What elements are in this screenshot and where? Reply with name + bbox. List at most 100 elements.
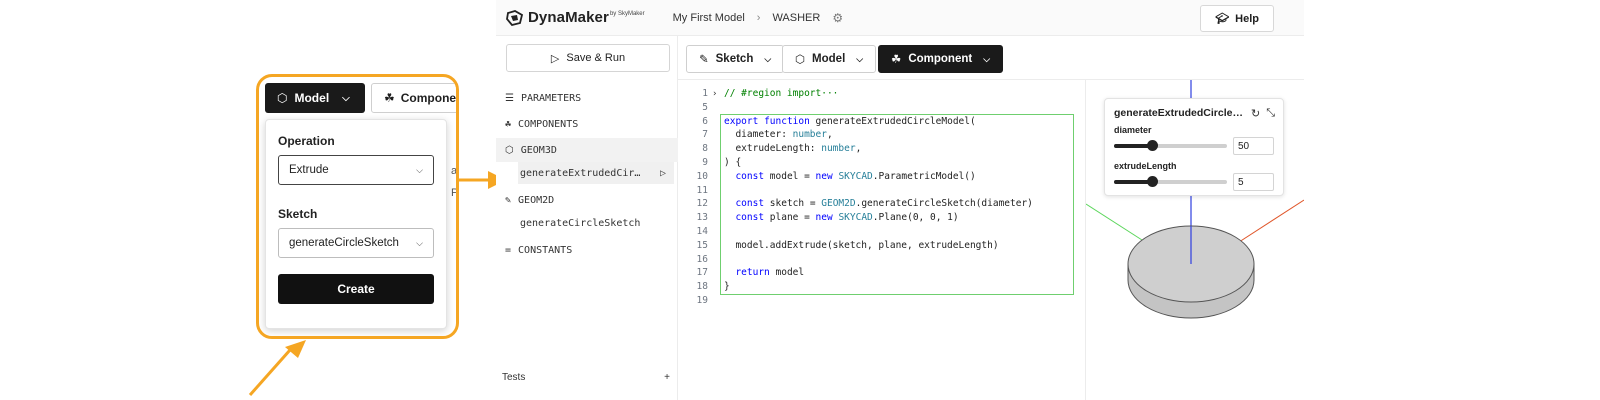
sidebar-item-constants[interactable]: = CONSTANTS [496, 238, 678, 262]
logo-sup: by SkyMaker [609, 10, 645, 17]
line-number: 18 [696, 281, 708, 293]
app-window: DynaMaker by SkyMaker My First Model › W… [496, 0, 1304, 400]
components-icon: ☘ [505, 118, 512, 130]
sidebar: ▷ Save & Run ☰ PARAMETERS ☘ COMPONENTS ⬡… [496, 36, 678, 400]
code-line[interactable]: 11 [678, 184, 1078, 198]
line-number: 11 [696, 184, 708, 196]
dynamaker-logo-icon [506, 9, 524, 26]
line-number: 8 [702, 143, 708, 155]
chevron-right-icon: › [756, 11, 761, 24]
line-number: 10 [696, 170, 708, 182]
operation-label: Operation [278, 134, 335, 148]
model-button-label: Model [812, 53, 846, 65]
code-line[interactable]: 19 [678, 294, 1078, 308]
model-dropdown-button[interactable]: ⬡ Model ⌵ [265, 83, 365, 113]
extrude-length-row: 5 [1114, 173, 1274, 191]
extrude-length-slider[interactable] [1114, 176, 1227, 187]
code-line[interactable]: 18} [678, 280, 1078, 294]
code-line[interactable]: 17 return model [678, 266, 1078, 280]
collapse-icon[interactable]: ⤡ [1266, 107, 1275, 119]
code-text: diameter: number, [724, 129, 833, 141]
line-number: 1 [702, 88, 708, 99]
peek-text: P [451, 187, 459, 199]
code-line[interactable]: 12 const sketch = GEOM2D.generateCircleS… [678, 197, 1078, 211]
sidebar-item-generate-circle-sketch[interactable]: generateCircleSketch [518, 212, 674, 234]
gear-icon[interactable]: ⚙ [832, 10, 844, 25]
line-number: 15 [696, 239, 708, 251]
line-number: 16 [696, 253, 708, 265]
breadcrumb-model[interactable]: My First Model [672, 11, 745, 24]
sketch-value: generateCircleSketch [289, 237, 399, 249]
code-line[interactable]: 9 ) { [678, 156, 1078, 170]
y-axis-line [1086, 203, 1143, 241]
components-icon: ☘ [384, 91, 395, 105]
slider-handle[interactable] [1147, 176, 1158, 187]
code-line[interactable]: 15 model.addExtrude(sketch, plane, extru… [678, 239, 1078, 253]
save-run-button[interactable]: ▷ Save & Run [506, 44, 670, 72]
line-number: 14 [696, 226, 708, 237]
diameter-input[interactable]: 50 [1232, 137, 1274, 155]
sketch-select[interactable]: generateCircleSketch ⌵ [278, 228, 434, 258]
arrow-to-callout-head [285, 340, 306, 358]
line-number: 9 [702, 157, 708, 168]
code-text: // #region import··· [724, 88, 839, 99]
top-bar: DynaMaker by SkyMaker My First Model › W… [496, 0, 1304, 36]
play-icon[interactable]: ▷ [659, 167, 666, 179]
sidebar-item-geom2d[interactable]: ✎ GEOM2D [496, 188, 678, 212]
cube-icon: ⬡ [795, 54, 806, 66]
code-line[interactable]: 8 extrudeLength: number, [678, 142, 1078, 156]
code-line[interactable]: 16 [678, 253, 1078, 267]
chevron-down-icon: ⌵ [416, 237, 423, 248]
sidebar-item-parameters[interactable]: ☰ PARAMETERS [496, 86, 678, 110]
sliders-icon: ☰ [505, 92, 514, 104]
sidebar-item-components[interactable]: ☘ COMPONENTS [496, 112, 678, 136]
slider-handle[interactable] [1147, 140, 1158, 151]
add-test-button[interactable]: + [664, 372, 670, 383]
extrude-length-input[interactable]: 5 [1232, 173, 1274, 191]
diameter-slider[interactable] [1114, 140, 1227, 151]
code-line[interactable]: 5 [678, 101, 1078, 115]
code-line[interactable]: 1 › // #region import··· [678, 87, 1078, 101]
code-text: model.addExtrude(sketch, plane, extrudeL… [724, 239, 999, 251]
sidebar-item-label: COMPONENTS [518, 118, 579, 130]
sidebar-item-geom3d[interactable]: ⬡ GEOM3D [496, 138, 678, 162]
operation-value: Extrude [289, 164, 329, 176]
create-button[interactable]: Create [278, 274, 434, 304]
code-text: } [724, 281, 730, 293]
sidebar-item-label: generateCircleSketch [520, 217, 641, 229]
logo[interactable]: DynaMaker by SkyMaker [506, 9, 645, 26]
line-number: 5 [702, 101, 708, 113]
sketch-dropdown-button[interactable]: ✎ Sketch ⌵ [686, 45, 785, 73]
code-line[interactable]: 14 [678, 225, 1078, 239]
graduation-cap-icon: 🎓︎ [1215, 13, 1230, 25]
x-axis-line [1235, 199, 1304, 245]
toolbar: ✎ Sketch ⌵ ⬡ Model ⌵ ☘ Component ⌵ [678, 36, 1304, 80]
component-dropdown-button[interactable]: ☘ Component ⌵ [878, 45, 1004, 73]
sidebar-item-generate-extruded-circle-model[interactable]: generateExtrudedCircleModel ▷ [518, 162, 674, 184]
3d-viewer[interactable]: generateExtrudedCircleModel ↻ ⤡ diameter… [1086, 80, 1304, 400]
cube-icon: ⬡ [505, 144, 514, 156]
help-label: Help [1235, 12, 1259, 25]
fold-chevron-icon[interactable]: › [712, 89, 718, 99]
code-line[interactable]: 7 diameter: number, [678, 128, 1078, 142]
edit-icon: ✎ [505, 194, 512, 206]
sidebar-item-label: GEOM2D [518, 194, 555, 206]
line-number: 13 [696, 212, 708, 224]
code-text: ) { [724, 157, 742, 168]
components-icon: ☘ [891, 54, 902, 66]
chevron-down-icon: ⌵ [856, 53, 864, 64]
code-line[interactable]: 13 const plane = new SKYCAD.Plane(0, 0, … [678, 211, 1078, 225]
model-dropdown-panel: Operation Extrude ⌵ Sketch generateCircl… [265, 119, 447, 329]
code-line[interactable]: 10 const model = new SKYCAD.ParametricMo… [678, 170, 1078, 184]
reset-icon[interactable]: ↻ [1250, 108, 1261, 120]
tests-section: Tests + [502, 372, 670, 383]
model-dropdown-button[interactable]: ⬡ Model ⌵ [782, 45, 877, 73]
slider-fill [1114, 144, 1152, 148]
operation-select[interactable]: Extrude ⌵ [278, 155, 434, 185]
chevron-down-icon: ⌵ [342, 92, 350, 104]
breadcrumb-component[interactable]: WASHER [772, 11, 821, 24]
component-dropdown-button[interactable]: ☘ Component [371, 83, 456, 113]
help-button[interactable]: 🎓︎ Help [1200, 5, 1274, 32]
